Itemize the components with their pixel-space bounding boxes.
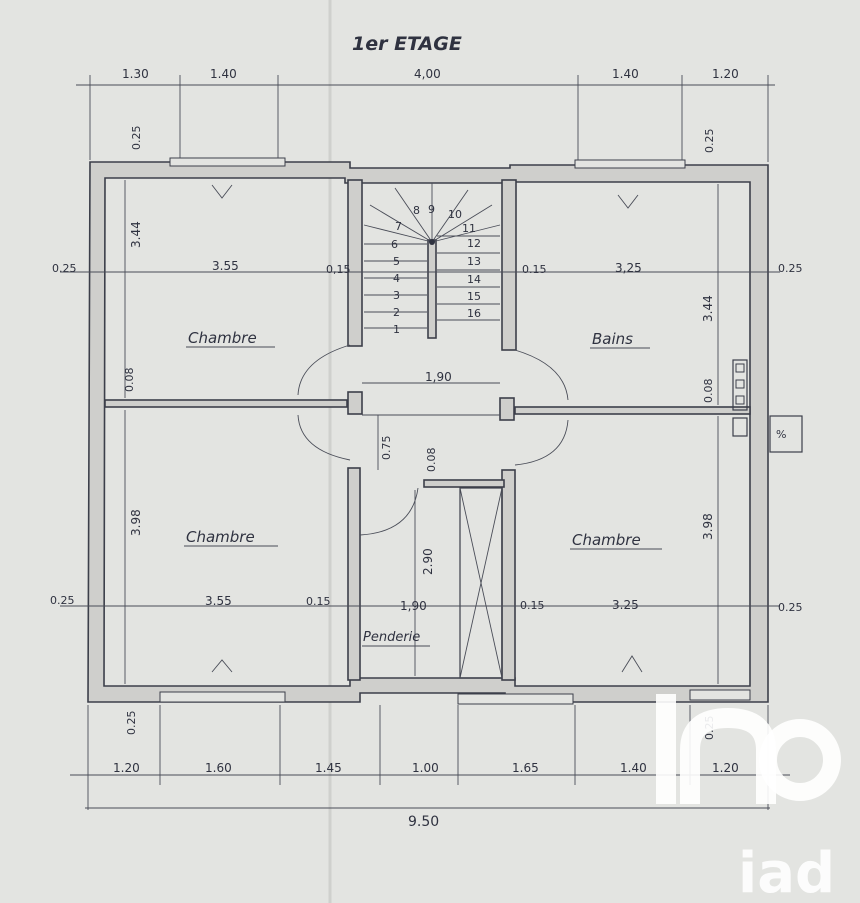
stair-center-point — [429, 239, 435, 245]
plan-title: 1er ETAGE — [352, 33, 462, 55]
stair-step-number: 14 — [467, 273, 481, 286]
dim-br-wall: 0.15 — [520, 599, 545, 612]
stair-step-number: 13 — [467, 255, 481, 268]
stair-step-number: 6 — [391, 238, 398, 251]
dim-tr-height: 3.44 — [701, 295, 715, 322]
stair-winder — [431, 189, 469, 243]
dim-bl-height: 3.98 — [129, 509, 143, 536]
stair-step-number: 4 — [393, 272, 400, 285]
dim-top-4: 1.40 — [612, 67, 639, 81]
dim-wall-top-left: 0.25 — [130, 126, 143, 151]
dim-total-width: 9.50 — [408, 814, 439, 830]
penderie-closet — [459, 487, 503, 679]
stair-step-number: 11 — [462, 222, 476, 235]
meter-label: % — [776, 428, 786, 441]
dim-stair-wall-right: 0.15 — [522, 263, 547, 276]
stair-step-number: 10 — [448, 208, 462, 221]
room-bains: Bains — [592, 330, 633, 348]
dim-wall-right-lower: 0.25 — [778, 601, 803, 614]
dim-bottom-5: 1.65 — [512, 761, 539, 775]
dim-bottom-3: 1.45 — [315, 761, 342, 775]
stair-step-number: 3 — [393, 289, 400, 302]
stair-step-number: 2 — [393, 306, 400, 319]
stair-step-number: 12 — [467, 237, 481, 250]
dim-br-width: 3.25 — [612, 598, 639, 612]
stair-winder — [394, 187, 433, 243]
dim-bl-wall: 0.15 — [306, 595, 331, 608]
dim-br-height: 3.98 — [701, 513, 715, 540]
dim-bottom-7: 1.20 — [712, 761, 739, 775]
dim-wall-left-upper: 0.25 — [52, 262, 77, 275]
iad-logo: iad — [656, 694, 841, 903]
dim-top-5: 1.20 — [712, 67, 739, 81]
room-chambre-bottom-left: Chambre — [186, 528, 255, 546]
dim-bottom-4: 1.00 — [412, 761, 439, 775]
dim-wall-top-right: 0.25 — [703, 129, 716, 154]
stair-step-number: 9 — [428, 203, 435, 216]
door-swings — [297, 344, 569, 536]
dim-stair-wall-left: 0,15 — [326, 263, 351, 276]
iad-wordmark: iad — [738, 841, 835, 903]
dim-bl-width: 3.55 — [205, 594, 232, 608]
dim-bottom-6: 1.40 — [620, 761, 647, 775]
windows — [159, 157, 751, 705]
dim-bottom-1: 1.20 — [113, 761, 140, 775]
stair-step-number: 5 — [393, 255, 400, 268]
dim-door-width: 0.75 — [380, 436, 393, 461]
dim-bottom-2: 1.60 — [205, 761, 232, 775]
stair-winder — [431, 224, 501, 243]
stair-step-number: 15 — [467, 290, 481, 303]
dim-tl-width: 3.55 — [212, 259, 239, 273]
dim-hall-width: 1,90 — [425, 370, 452, 384]
stair-block — [347, 179, 517, 351]
stair-winder — [363, 224, 433, 243]
dim-partition-left: 0.08 — [123, 368, 136, 393]
dimension-lines — [60, 75, 790, 810]
dim-closet-wall: 0.08 — [425, 448, 438, 473]
room-chambre-bottom-right: Chambre — [572, 531, 641, 549]
stair-winder — [369, 204, 433, 243]
dim-partition-right: 0.08 — [702, 379, 715, 404]
stair-step-number: 8 — [413, 204, 420, 217]
dim-penderie-width: 1,90 — [400, 599, 427, 613]
stair-step-number: 16 — [467, 307, 481, 320]
dim-wall-right-upper: 0.25 — [778, 262, 803, 275]
stair-winder — [431, 204, 493, 243]
room-chambre-top-left: Chambre — [188, 329, 257, 347]
stair-step-number: 7 — [395, 220, 402, 233]
bathroom-fixtures: % — [732, 359, 803, 453]
dim-top-3: 4,00 — [414, 67, 441, 81]
dim-tr-width: 3,25 — [615, 261, 642, 275]
dim-top-2: 1.40 — [210, 67, 237, 81]
stair-step-number: 1 — [393, 323, 400, 336]
outer-walls — [87, 161, 769, 703]
dim-wall-left-lower: 0.25 — [50, 594, 75, 607]
room-penderie: Penderie — [363, 630, 420, 645]
dim-wall-bottom-left: 0.25 — [125, 711, 138, 736]
dim-penderie-height: 2.90 — [421, 548, 435, 575]
dim-top-1: 1.30 — [122, 67, 149, 81]
dim-tl-height: 3.44 — [129, 221, 143, 248]
